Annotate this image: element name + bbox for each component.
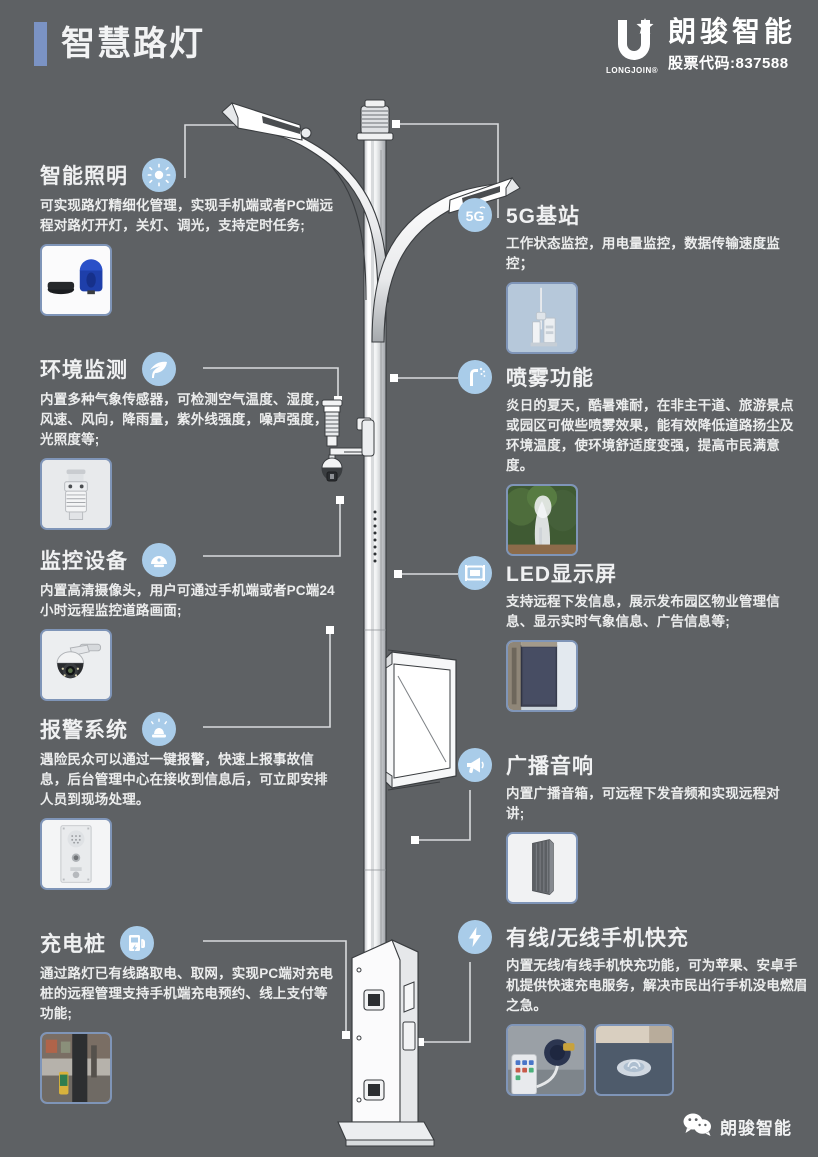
- feature-description: 通过路灯已有线路取电、取网，实现PC端对充电桩的远程管理支持手机端充电预约、线上…: [40, 966, 334, 1021]
- feature-description: 内置无线/有线手机快充功能，可为苹果、安卓手机提供快速充电服务，解决市民出行手机…: [506, 958, 808, 1013]
- feature-spray-function: 喷雾功能 炎日的夏天，酷暑难耐，在非主干道、旅游景点或园区可做些喷雾效果，能有效…: [458, 360, 798, 556]
- feature-header: 喷雾功能: [458, 360, 798, 394]
- blue-beacon-light-photo: [40, 244, 112, 316]
- feature-thumbnails: [40, 458, 340, 530]
- led-display-panel: [385, 649, 457, 791]
- feature-header: 5G 5G基站: [458, 198, 788, 232]
- feature-header: 环境监测: [40, 352, 340, 386]
- ptz-dome-camera-photo: [40, 629, 112, 701]
- footer-brand-name: 朗骏智能: [720, 1119, 792, 1138]
- feature-title: 广播音响: [506, 755, 594, 778]
- longjoin-u-star-logo-icon: LONGJOIN®: [605, 16, 660, 75]
- brand-logo: LONGJOIN® 朗骏智能 股票代码:837588: [605, 16, 796, 75]
- title-accent-bar: [34, 22, 47, 66]
- feature-environment-monitoring: 环境监测 内置多种气象传感器，可检测空气温度、湿度，风速、风向，降雨量，紫外线强…: [40, 352, 340, 530]
- 5g-icon: 5G: [458, 198, 492, 232]
- feature-description: 内置高清摄像头，用户可通过手机端或者PC端24小时远程监控道路画面;: [40, 583, 335, 618]
- feature-header: 监控设备: [40, 543, 340, 577]
- feature-thumbnails: [506, 484, 798, 556]
- feature-description: 遇险民众可以通过一键报警，快速上报事故信息，后台管理中心在接收到信息后，可立即安…: [40, 752, 328, 807]
- feature-thumbnails: [506, 640, 798, 712]
- mist-spray-tree-photo: [506, 484, 578, 556]
- feature-description: 内置广播音箱，可远程下发音频和实现远程对讲;: [506, 786, 780, 821]
- header: 智慧路灯 LONGJOIN® 朗骏智能 股票代码:837588: [0, 0, 818, 90]
- feature-smart-lighting: 智能照明 可实现路灯精细化管理，实现手机端或者PC端远程对路灯开灯，关灯、调光，…: [40, 158, 340, 316]
- street-charging-pile-photo: [40, 1032, 112, 1104]
- camera-icon: [142, 543, 176, 577]
- charging-station-icon: [120, 926, 154, 960]
- feature-title: 5G基站: [506, 205, 581, 228]
- led-screen-pole-photo: [506, 640, 578, 712]
- megaphone-icon: [458, 748, 492, 782]
- feature-title: 环境监测: [40, 359, 128, 382]
- feature-alarm-system: 报警系统 遇险民众可以通过一键报警，快速上报事故信息，后台管理中心在接收到信息后…: [40, 712, 340, 890]
- 5g-antenna-tower-photo: [506, 282, 578, 354]
- display-screen-icon: [458, 556, 492, 590]
- feature-thumbnails: [40, 818, 340, 890]
- feature-thumbnails: [506, 832, 788, 904]
- feature-led-display: LED显示屏 支持远程下发信息，展示发布园区物业管理信息、显示实时气象信息、广告…: [458, 556, 798, 712]
- feature-broadcast-audio: 广播音响 内置广播音箱，可远程下发音频和实现远程对讲;: [458, 748, 788, 904]
- feature-charging-pile: 充电桩 通过路灯已有线路取电、取网，实现PC端对充电桩的远程管理支持手机端充电预…: [40, 926, 340, 1104]
- wechat-icon: [682, 1112, 712, 1141]
- alarm-beacon-icon: [142, 712, 176, 746]
- feature-5g-base-station: 5G 5G基站 工作状态监控，用电量监控，数据传输速度监控；: [458, 198, 788, 354]
- logo-wordmark: LONGJOIN®: [605, 66, 659, 75]
- feature-fast-phone-charging: 有线/无线手机快充 内置无线/有线手机快充功能，可为苹果、安卓手机提供快速充电服…: [458, 920, 808, 1096]
- weather-sensor-photo: [40, 458, 112, 530]
- feature-thumbnails: [506, 282, 788, 354]
- sun-icon: [142, 158, 176, 192]
- feature-title: 监控设备: [40, 550, 128, 573]
- feature-title: 喷雾功能: [506, 367, 594, 390]
- sensor-mount-bracket: [361, 419, 375, 457]
- feature-thumbnails: [40, 1032, 340, 1104]
- lightning-bolt-icon: [458, 920, 492, 954]
- feature-title: LED显示屏: [506, 563, 617, 586]
- wind-leaf-icon: [142, 352, 176, 386]
- footer: 朗骏智能: [682, 1112, 792, 1141]
- feature-title: 充电桩: [40, 933, 106, 956]
- feature-header: 有线/无线手机快充: [458, 920, 808, 954]
- company-name: 朗骏智能: [667, 16, 796, 47]
- page-title-group: 智慧路灯: [34, 22, 205, 66]
- column-speaker-photo: [506, 832, 578, 904]
- emergency-call-panel-photo: [40, 818, 112, 890]
- wireless-charging-pad-photo: [594, 1024, 674, 1096]
- feature-description: 内置多种气象传感器，可检测空气温度、湿度，风速、风向，降雨量，紫外线强度，噪声强…: [40, 392, 328, 447]
- feature-header: 充电桩: [40, 926, 340, 960]
- lamp-arm-left: [221, 102, 389, 303]
- feature-header: 报警系统: [40, 712, 340, 746]
- phone-wired-charging-photo: [506, 1024, 586, 1096]
- stock-code: 股票代码:837588: [667, 55, 789, 72]
- feature-thumbnails: [40, 244, 340, 316]
- svg-text:5G: 5G: [466, 208, 485, 224]
- feature-description: 炎日的夏天，酷暑难耐，在非主干道、旅游景点或园区可做些喷雾效果，能有效降低道路扬…: [506, 398, 794, 473]
- ptz-camera: [321, 454, 343, 482]
- feature-thumbnails: [40, 629, 340, 701]
- feature-header: 智能照明: [40, 158, 340, 192]
- feature-description: 工作状态监控，用电量监控，数据传输速度监控；: [506, 236, 780, 271]
- feature-header: 广播音响: [458, 748, 788, 782]
- u-mark-icon: [617, 18, 654, 60]
- charging-connector: [403, 981, 415, 1013]
- feature-title: 智能照明: [40, 165, 128, 188]
- feature-header: LED显示屏: [458, 556, 798, 590]
- feature-thumbnails: [506, 1024, 808, 1096]
- feature-title: 报警系统: [40, 719, 128, 742]
- feature-title: 有线/无线手机快充: [506, 927, 689, 950]
- feature-description: 支持远程下发信息，展示发布园区物业管理信息、显示实时气象信息、广告信息等;: [506, 594, 780, 629]
- page-title: 智慧路灯: [61, 25, 205, 63]
- feature-description: 可实现路灯精细化管理，实现手机端或者PC端远程对路灯开灯，关灯、调光，支持定时任…: [40, 198, 334, 233]
- 5g-antenna: [356, 99, 394, 141]
- brand-text-group: 朗骏智能 股票代码:837588: [668, 16, 796, 73]
- spray-nozzle-icon: [458, 360, 492, 394]
- feature-surveillance-equipment: 监控设备 内置高清摄像头，用户可通过手机端或者PC端24小时远程监控道路画面;: [40, 543, 340, 701]
- base-cabinet: [337, 938, 435, 1147]
